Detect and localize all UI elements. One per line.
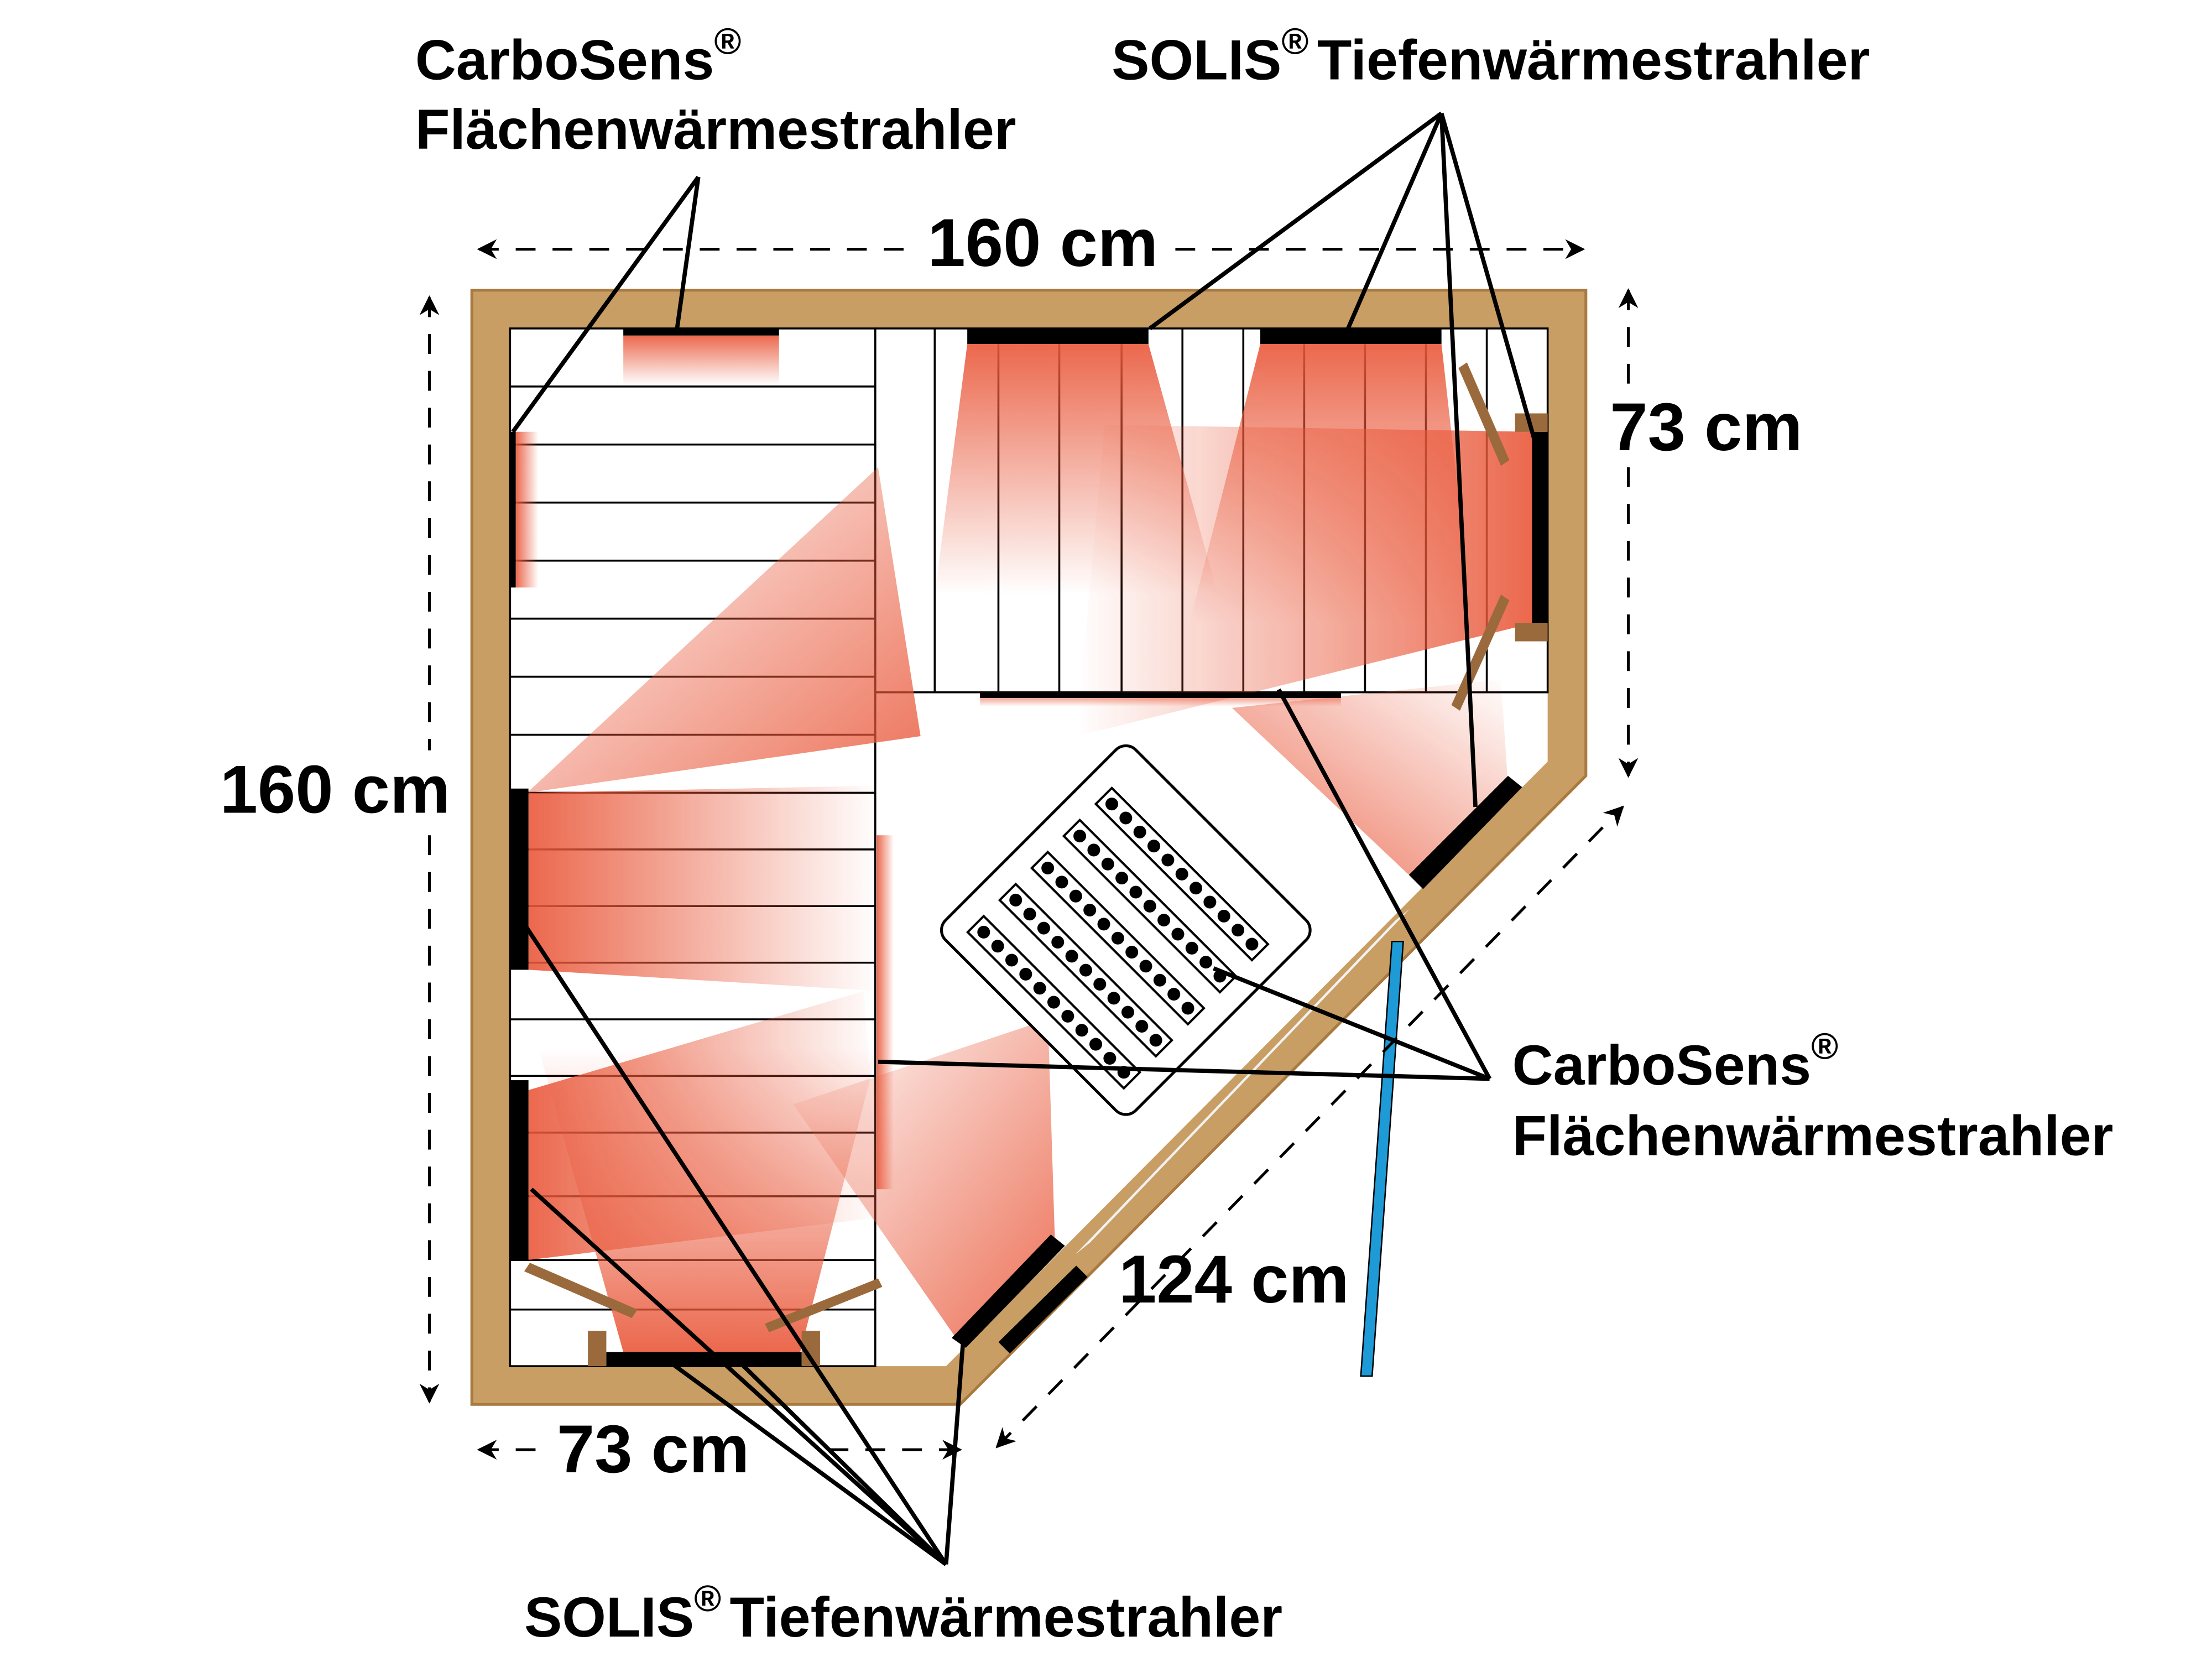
dim-top-width: 160 cm [927, 205, 1158, 281]
backrests [524, 362, 1548, 1367]
dim-left-depth: 160 cm [220, 752, 451, 827]
dim-diagonal-front: 124 cm [1119, 1242, 1349, 1317]
svg-text:Flächenwärmestrahler: Flächenwärmestrahler [415, 97, 1016, 161]
svg-text:Flächenwärmestrahler: Flächenwärmestrahler [1512, 1104, 2114, 1168]
label-solis-bottom: SOLIS®Tiefenwärmestrahler [524, 1578, 1282, 1649]
dim-right-side: 73 cm [1610, 389, 1802, 465]
label-carbosens-right: CarboSens® Flächenwärmestrahler [1512, 1027, 2114, 1168]
door-handle[interactable] [1360, 940, 1404, 1377]
dim-bottom-side: 73 cm [557, 1411, 749, 1487]
dimension-labels: 160 cm 160 cm 73 cm 73 cm 124 cm [220, 205, 1803, 1487]
svg-text:CarboSens®: CarboSens® [415, 21, 742, 91]
label-carbosens-top: CarboSens® Flächenwärmestrahler [415, 21, 1016, 161]
label-solis-top: SOLIS®Tiefenwärmestrahler [1112, 21, 1870, 91]
dimension-lines [419, 239, 1639, 1460]
svg-text:CarboSens®: CarboSens® [1512, 1027, 1839, 1097]
svg-text:SOLIS®Tiefenwärmestrahler: SOLIS®Tiefenwärmestrahler [1112, 21, 1870, 91]
carbosens-panels [510, 328, 1341, 698]
svg-text:SOLIS®Tiefenwärmestrahler: SOLIS®Tiefenwärmestrahler [524, 1578, 1282, 1649]
